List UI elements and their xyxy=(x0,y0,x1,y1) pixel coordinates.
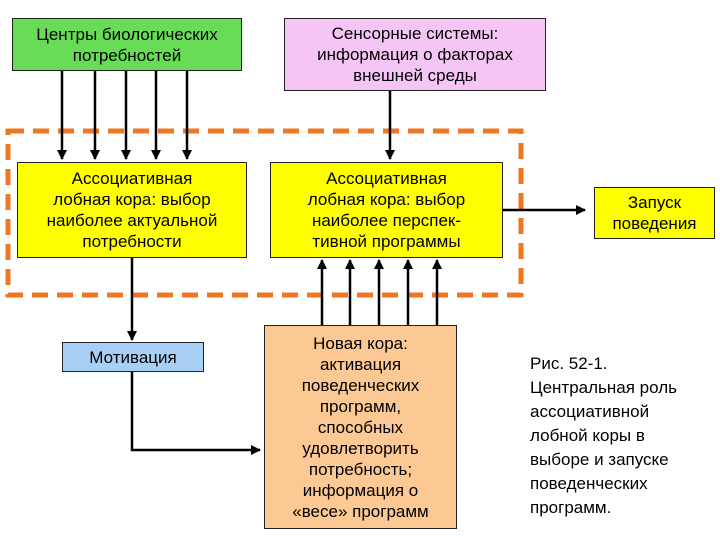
figure-caption: Рис. 52-1. Центральная роль ассоциативно… xyxy=(530,354,677,517)
assoc-program-box: Ассоциативная лобная кора: выбор наиболе… xyxy=(270,162,503,258)
bio-needs-arrows xyxy=(57,71,192,160)
launch-behavior-box: Запуск поведения xyxy=(594,187,715,239)
neocortex-box: Новая кора: активация поведенческих прог… xyxy=(264,325,457,529)
bio-needs-box: Центры биологических потребностей xyxy=(12,18,242,71)
association-cortex-frame xyxy=(5,128,524,298)
sensory-systems-box: Сенсорные системы: информация о факторах… xyxy=(284,18,546,91)
motivation-to-neocortex-arrow xyxy=(130,372,261,455)
neocortex-arrows xyxy=(317,259,442,325)
assoc-need-box: Ассоциативная лобная кора: выбор наиболе… xyxy=(17,162,247,258)
motivation-box: Мотивация xyxy=(62,342,204,372)
